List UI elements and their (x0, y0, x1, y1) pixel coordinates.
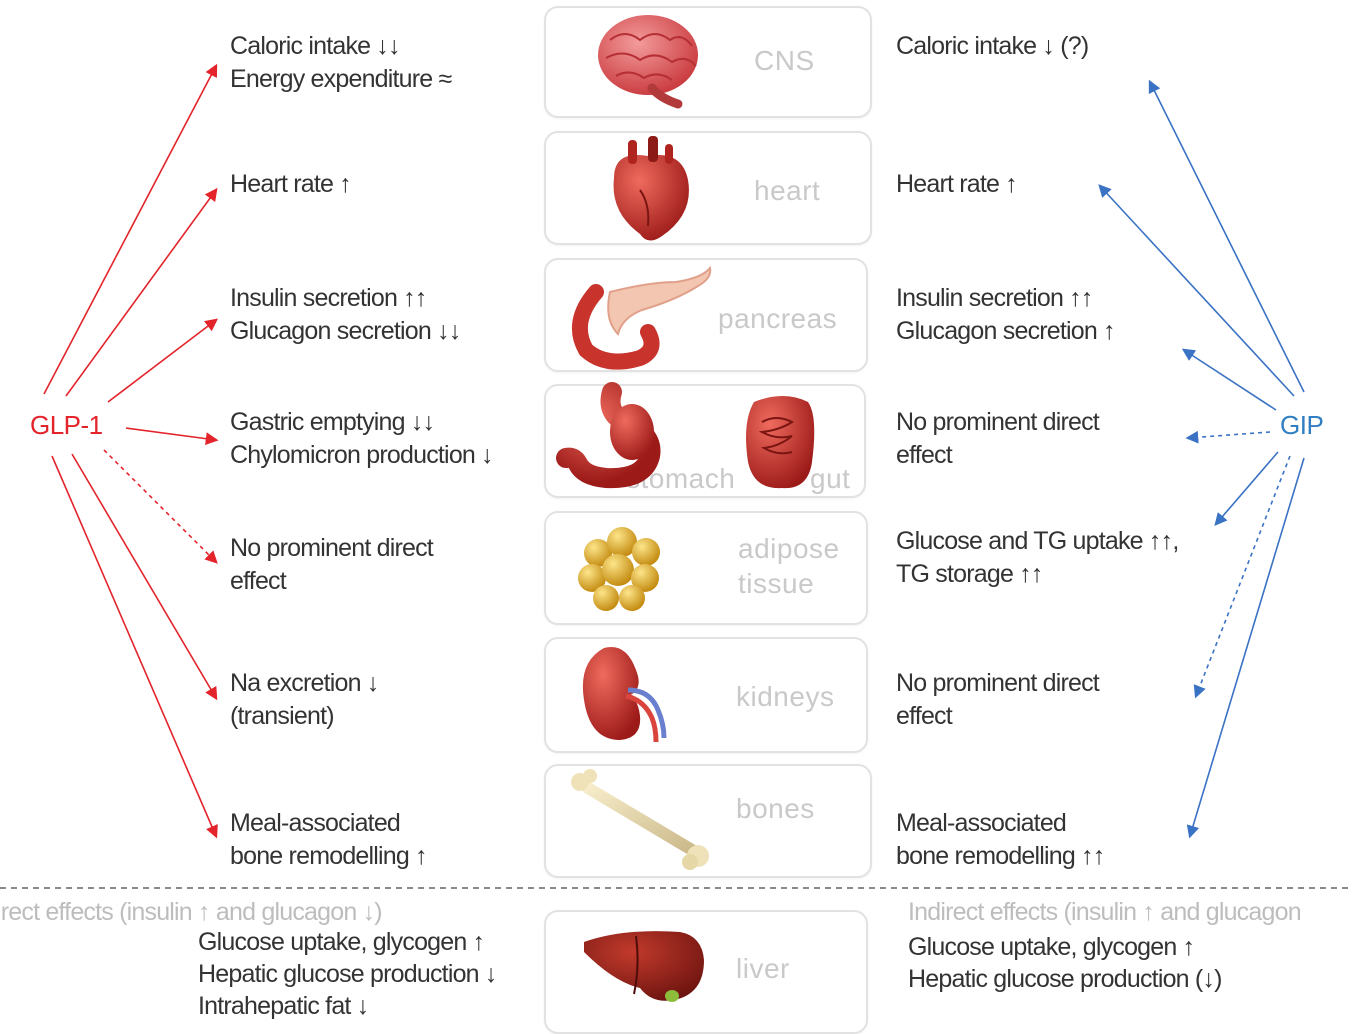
gip-arrow-pancreas (1184, 350, 1276, 410)
gip-arrow-cns (1150, 82, 1304, 392)
glp1-arrow-gi (126, 428, 216, 440)
glp1-arrow-pancreas (108, 320, 216, 402)
glp1-arrow-adipose (104, 450, 216, 562)
gip-arrow-adipose (1216, 452, 1278, 524)
glp1-arrow-bones (52, 456, 216, 836)
glp1-arrow-heart (66, 190, 216, 396)
gip-arrow-bones (1190, 458, 1304, 836)
gip-arrow-heart (1100, 186, 1294, 396)
gip-arrow-gi (1188, 432, 1270, 438)
glp1-arrow-cns (44, 66, 216, 394)
